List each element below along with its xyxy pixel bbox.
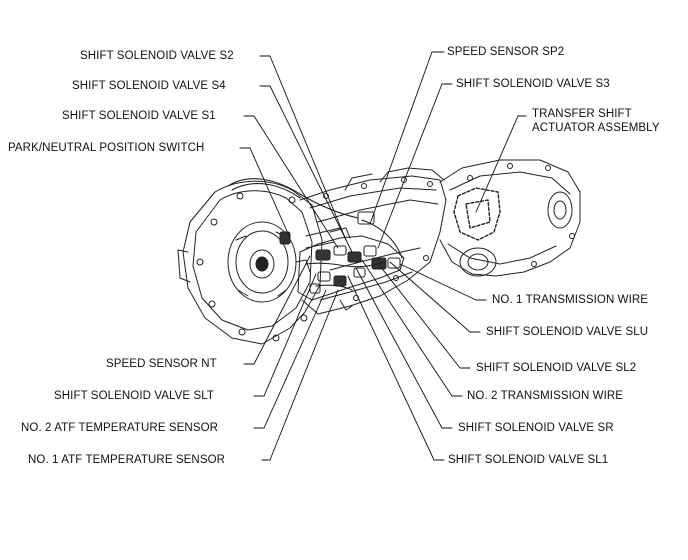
label-shift-solenoid-s1: SHIFT SOLENOID VALVE S1 — [62, 110, 216, 122]
label-no1-atf-temperature-sensor: NO. 1 ATF TEMPERATURE SENSOR — [28, 454, 226, 466]
label-no2-transmission-wire: NO. 2 TRANSMISSION WIRE — [467, 390, 624, 402]
label-transfer-shift-line1: TRANSFER SHIFT — [532, 108, 632, 120]
label-speed-sensor-nt: SPEED SENSOR NT — [106, 358, 217, 370]
label-shift-solenoid-s3: SHIFT SOLENOID VALVE S3 — [456, 78, 610, 90]
leader-lines — [239, 51, 527, 461]
label-no2-atf-temperature-sensor: NO. 2 ATF TEMPERATURE SENSOR — [21, 422, 219, 434]
label-shift-solenoid-slu: SHIFT SOLENOID VALVE SLU — [486, 326, 649, 338]
label-shift-solenoid-sl1: SHIFT SOLENOID VALVE SL1 — [448, 454, 609, 466]
label-no1-transmission-wire: NO. 1 TRANSMISSION WIRE — [492, 294, 649, 306]
transfer-case — [439, 159, 581, 277]
label-speed-sensor-sp2: SPEED SENSOR SP2 — [447, 46, 565, 58]
wiring-harness — [227, 178, 403, 291]
transfer-shift-actuator — [453, 187, 501, 241]
label-shift-solenoid-sl2: SHIFT SOLENOID VALVE SL2 — [476, 362, 637, 374]
label-park-neutral-position-switch: PARK/NEUTRAL POSITION SWITCH — [8, 142, 205, 154]
bell-housing — [177, 180, 323, 345]
label-shift-solenoid-s2: SHIFT SOLENOID VALVE S2 — [80, 50, 234, 62]
label-shift-solenoid-sr: SHIFT SOLENOID VALVE SR — [458, 422, 614, 434]
label-shift-solenoid-s4: SHIFT SOLENOID VALVE S4 — [72, 80, 226, 92]
label-transfer-shift-line2: ACTUATOR ASSEMBLY — [532, 122, 660, 134]
label-shift-solenoid-slt: SHIFT SOLENOID VALVE SLT — [54, 390, 215, 402]
